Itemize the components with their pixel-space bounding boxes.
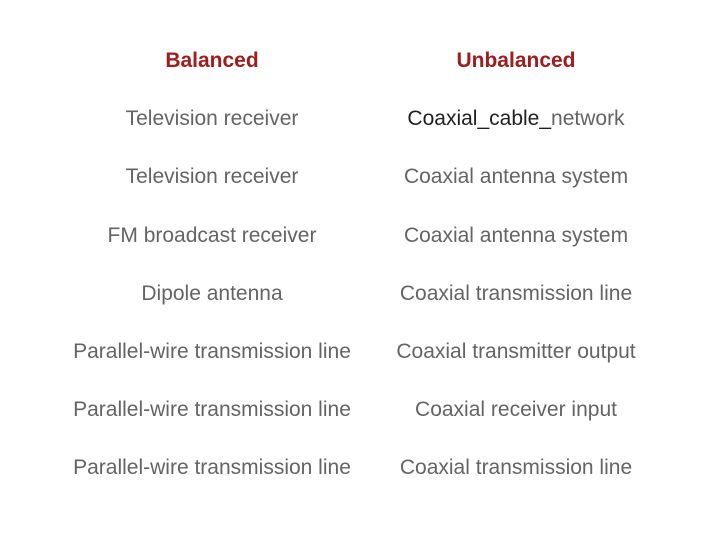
balanced-cell: Parallel-wire transmission line <box>73 456 351 480</box>
unbalanced-cell: Coaxial transmission line <box>399 281 633 305</box>
balanced-cell: FM broadcast receiver <box>107 223 317 247</box>
balanced-cell: Television receiver <box>125 107 299 131</box>
unbalanced-cell: Coaxial_cable_network <box>364 90 668 148</box>
unbalanced-cell: Coaxial antenna system <box>403 223 629 247</box>
balanced-cell: Parallel-wire transmission line <box>73 398 351 422</box>
unbalanced-cell: Coaxial antenna system <box>403 165 629 189</box>
unbalanced-cell: Coaxial receiver input <box>415 398 617 422</box>
column-header-unbalanced: Unbalanced <box>456 49 576 73</box>
column-header-balanced: Balanced <box>165 49 259 73</box>
balanced-cell: Dipole antenna <box>141 281 283 305</box>
balanced-cell: Television receiver <box>125 165 299 189</box>
unbalanced-cell: Coaxial transmitter output <box>396 340 636 364</box>
unbalanced-cell-dark-segment: Coaxial_cable_ <box>407 107 552 131</box>
unbalanced-cell-gray-segment: network <box>551 107 625 131</box>
balanced-cell: Parallel-wire transmission line <box>73 340 351 364</box>
comparison-table: Balanced Unbalanced Television receiver … <box>60 32 668 498</box>
unbalanced-cell: Coaxial transmission line <box>399 456 633 480</box>
